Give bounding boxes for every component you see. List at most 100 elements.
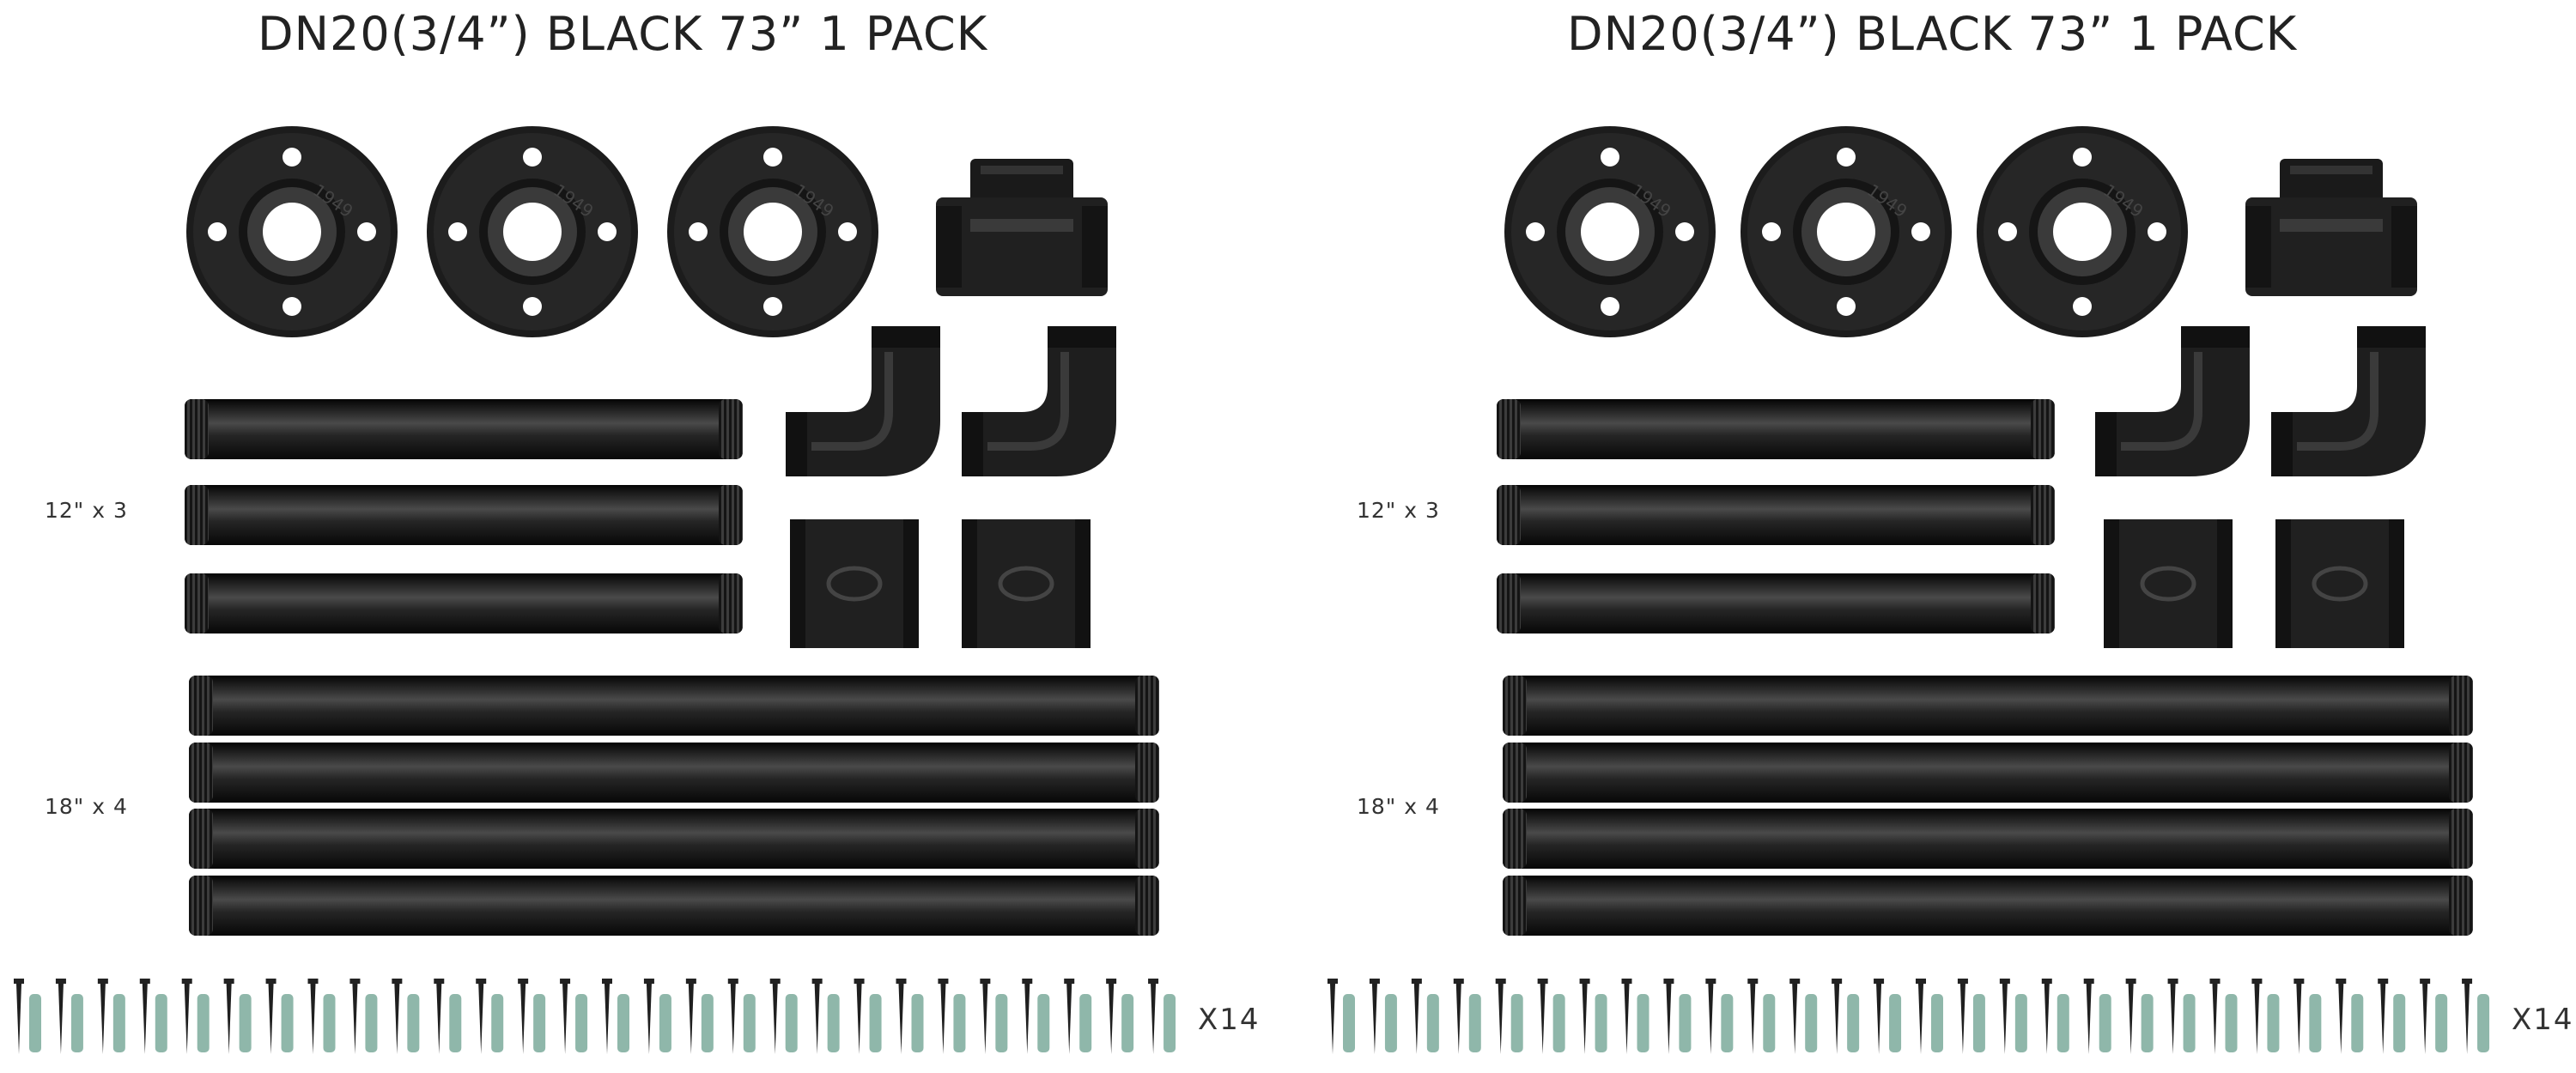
screw-icon [727, 979, 738, 1054]
screw-icon [896, 979, 907, 1054]
wall-anchor-icon [281, 994, 294, 1052]
wall-anchor-icon [785, 994, 798, 1052]
wall-anchor-icon [2014, 994, 2027, 1052]
wall-anchor-icon [1847, 994, 1860, 1052]
wall-anchor-icon [2099, 994, 2111, 1052]
short-pipe-label: 12" x 3 [45, 498, 128, 523]
screw-icon [97, 979, 108, 1054]
wall-anchor-icon [1595, 994, 1607, 1052]
product-panel-left: DN20(3/4”) BLACK 73” 1 PACK 1949 1949 [14, 7, 1261, 1054]
short-pipe [185, 399, 743, 459]
screw-icon [181, 979, 192, 1054]
screw-icon [643, 979, 654, 1054]
screw-icon [2125, 979, 2136, 1054]
screw-icon [1747, 979, 1759, 1054]
screw-icon [769, 979, 781, 1054]
wall-anchor-icon [2435, 994, 2448, 1052]
wall-anchor-icon [743, 994, 756, 1052]
product-panel-right: DN20(3/4”) BLACK 73” 1 PACK 1949 1949 [1309, 0, 2576, 1073]
screw-icon [1957, 979, 1968, 1054]
wall-anchor-icon [2309, 994, 2322, 1052]
wall-anchor-icon [1163, 994, 1176, 1052]
screw-icon [1537, 979, 1548, 1054]
wall-anchor-icon [70, 994, 83, 1052]
screw-icon [1999, 979, 2010, 1054]
wall-anchor-icon [617, 994, 629, 1052]
wall-anchor-icon [29, 994, 41, 1052]
wall-anchor-icon [827, 994, 840, 1052]
tee-fitting-icon [936, 159, 1108, 296]
wall-anchor-icon [1343, 994, 1355, 1052]
elbow-fitting-icon [2095, 326, 2250, 476]
coupling-fitting-icon [962, 519, 1091, 648]
long-pipe [189, 809, 1159, 869]
wall-anchor-icon [1805, 994, 1818, 1052]
screw-icon [1148, 979, 1159, 1054]
screw-icon [1874, 979, 1885, 1054]
coupling-fitting-icon [2104, 519, 2233, 648]
screw-icon [2251, 979, 2263, 1054]
screw-icon [2378, 979, 2389, 1054]
screw-icon [223, 979, 234, 1054]
long-pipe [1503, 676, 2473, 736]
coupling-fitting-icon [2275, 519, 2404, 648]
wall-anchor-icon [1972, 994, 1985, 1052]
screw-icon [2420, 979, 2431, 1054]
screw-icon [1022, 979, 1033, 1054]
wall-anchor-icon [1721, 994, 1734, 1052]
wall-anchor-icon [323, 994, 336, 1052]
long-pipe-label: 18" x 4 [45, 794, 128, 819]
tee-fitting-icon [2245, 159, 2417, 296]
screw-icon [1621, 979, 1632, 1054]
screw-icon [2083, 979, 2094, 1054]
screw-icon [1064, 979, 1075, 1054]
floor-flange-icon: 1949 [1504, 126, 1716, 337]
screw-icon [518, 979, 529, 1054]
screw-icon [434, 979, 445, 1054]
wall-anchor-icon [2393, 994, 2406, 1052]
screw-icon [938, 979, 949, 1054]
wall-anchor-icon [2141, 994, 2154, 1052]
wall-anchor-icon [1679, 994, 1692, 1052]
screw-icon [349, 979, 361, 1054]
short-pipe [1497, 399, 2055, 459]
short-pipe [185, 485, 743, 545]
wall-anchor-icon [112, 994, 125, 1052]
screw-icon [476, 979, 487, 1054]
wall-anchor-icon [2267, 994, 2280, 1052]
wall-anchor-icon [197, 994, 210, 1052]
wall-anchor-icon [2477, 994, 2490, 1052]
screw-icon [1663, 979, 1674, 1054]
wall-anchor-icon [407, 994, 420, 1052]
wall-anchor-icon [2057, 994, 2069, 1052]
screw-icon [2462, 979, 2473, 1054]
long-pipe [1503, 809, 2473, 869]
wall-anchor-icon [911, 994, 924, 1052]
screw-icon [685, 979, 696, 1054]
wall-anchor-icon [1079, 994, 1092, 1052]
screw-icon [55, 979, 66, 1054]
long-pipe [189, 876, 1159, 936]
screw-icon [1411, 979, 1422, 1054]
hardware-quantity: X14 [1198, 1003, 1261, 1037]
wall-anchor-icon [1637, 994, 1649, 1052]
wall-anchor-icon [1763, 994, 1776, 1052]
screw-icon [560, 979, 571, 1054]
screw-icon [1705, 979, 1716, 1054]
floor-flange-icon: 1949 [1741, 126, 1952, 337]
wall-anchor-icon [953, 994, 966, 1052]
screw-icon [14, 979, 24, 1054]
screw-icon [139, 979, 150, 1054]
long-pipe [1503, 876, 2473, 936]
screw-icon [1916, 979, 1926, 1054]
wall-anchor-icon [701, 994, 714, 1052]
wall-anchor-icon [1384, 994, 1397, 1052]
long-pipe [189, 743, 1159, 803]
screw-icon [602, 979, 612, 1054]
screw-icon [854, 979, 865, 1054]
elbow-fitting-icon [962, 326, 1116, 476]
floor-flange-icon: 1949 [427, 126, 638, 337]
screw-icon [980, 979, 991, 1054]
screw-icon [811, 979, 823, 1054]
screw-icon [1327, 979, 1338, 1054]
